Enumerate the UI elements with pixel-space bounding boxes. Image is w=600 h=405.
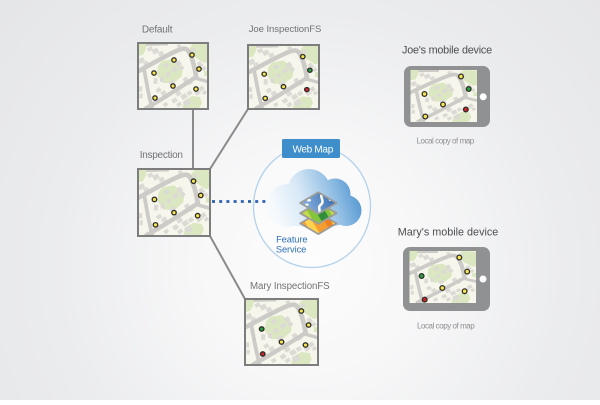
svg-text:Service: Service [276,245,306,255]
svg-text:Web Map: Web Map [292,144,333,155]
svg-text:Joe InspectionFS: Joe InspectionFS [249,24,322,35]
svg-text:Feature: Feature [276,234,307,244]
svg-text:Mary InspectionFS: Mary InspectionFS [250,281,330,292]
svg-text:Inspection: Inspection [140,150,183,161]
svg-text:Mary's mobile device: Mary's mobile device [398,226,498,238]
svg-text:Joe's mobile device: Joe's mobile device [402,45,492,57]
svg-text:Local copy of map: Local copy of map [417,321,475,330]
svg-text:Default: Default [142,24,173,35]
svg-text:Local copy of map: Local copy of map [417,137,475,146]
